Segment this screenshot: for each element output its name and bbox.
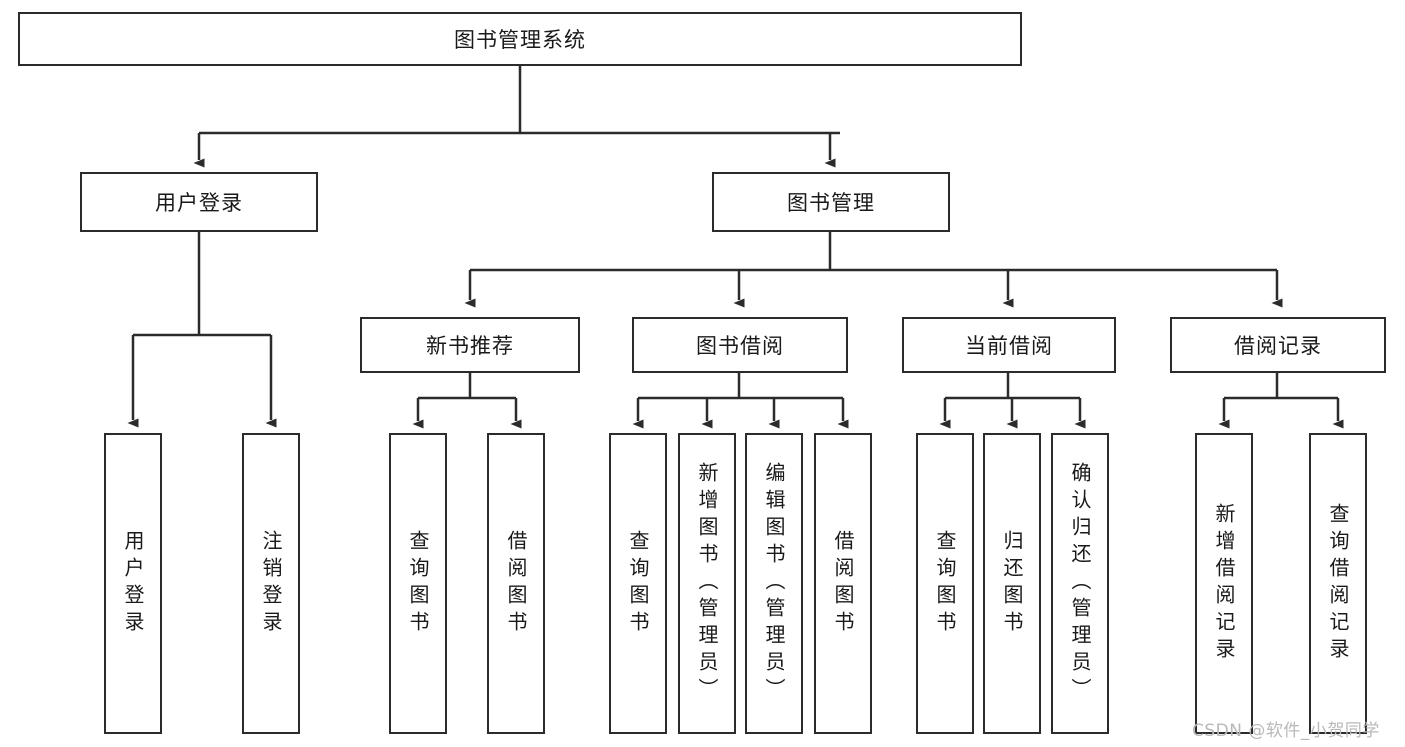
leaf-current-return-book[interactable]: 归还图书: [983, 433, 1041, 734]
node-user-login[interactable]: 用户登录: [80, 172, 318, 232]
node-book-management[interactable]: 图书管理: [712, 172, 950, 232]
leaf-new-book-borrow[interactable]: 借阅图书: [487, 433, 545, 734]
node-borrow-record-label: 借阅记录: [1234, 334, 1322, 358]
leaf-label: 注销登录: [259, 529, 283, 638]
leaf-label: 编辑图书（管理员）: [762, 462, 786, 705]
leaf-current-confirm-return-admin[interactable]: 确认归还（管理员）: [1051, 433, 1109, 734]
leaf-record-query[interactable]: 查询借阅记录: [1309, 433, 1367, 734]
node-new-book-recommend-label: 新书推荐: [426, 334, 514, 358]
leaf-user-login-signin[interactable]: 用户登录: [104, 433, 162, 734]
leaf-current-query-book[interactable]: 查询图书: [916, 433, 974, 734]
watermark: CSDN @软件_小贺同学: [1192, 721, 1380, 741]
node-user-login-label: 用户登录: [155, 191, 243, 215]
node-current-borrow[interactable]: 当前借阅: [902, 317, 1116, 373]
leaf-new-book-query[interactable]: 查询图书: [389, 433, 447, 734]
leaf-borrow-query-book[interactable]: 查询图书: [609, 433, 667, 734]
leaf-label: 归还图书: [1000, 529, 1024, 638]
leaf-label: 新增图书（管理员）: [695, 462, 719, 705]
leaf-label: 确认归还（管理员）: [1068, 462, 1092, 705]
leaf-borrow-add-book-admin[interactable]: 新增图书（管理员）: [678, 433, 736, 734]
node-current-borrow-label: 当前借阅: [965, 334, 1053, 358]
leaf-borrow-edit-book-admin[interactable]: 编辑图书（管理员）: [745, 433, 803, 734]
node-root-label: 图书管理系统: [454, 28, 586, 52]
leaf-label: 查询图书: [626, 529, 650, 638]
node-root[interactable]: 图书管理系统: [18, 12, 1022, 66]
node-book-borrow[interactable]: 图书借阅: [632, 317, 848, 373]
leaf-borrow-borrow-book[interactable]: 借阅图书: [814, 433, 872, 734]
leaf-label: 借阅图书: [504, 529, 528, 638]
leaf-label: 用户登录: [121, 529, 145, 638]
node-new-book-recommend[interactable]: 新书推荐: [360, 317, 580, 373]
leaf-label: 新增借阅记录: [1212, 502, 1236, 665]
leaf-label: 借阅图书: [831, 529, 855, 638]
leaf-label: 查询图书: [933, 529, 957, 638]
leaf-record-add[interactable]: 新增借阅记录: [1195, 433, 1253, 734]
node-book-management-label: 图书管理: [787, 191, 875, 215]
leaf-label: 查询图书: [406, 529, 430, 638]
leaf-label: 查询借阅记录: [1326, 502, 1350, 665]
leaf-user-login-signout[interactable]: 注销登录: [242, 433, 300, 734]
node-book-borrow-label: 图书借阅: [696, 334, 784, 358]
node-borrow-record[interactable]: 借阅记录: [1170, 317, 1386, 373]
